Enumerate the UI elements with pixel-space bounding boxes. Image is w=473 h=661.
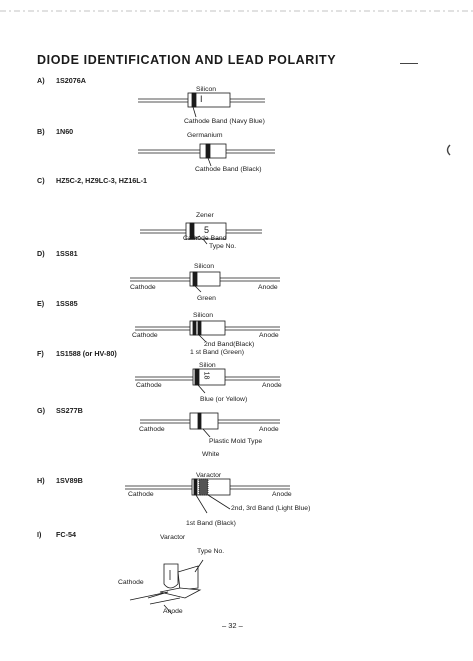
diode-e-drawing: [135, 320, 280, 343]
diode-d-type-label: Silicon: [194, 263, 215, 270]
diode-c-type-label: Zener: [196, 212, 214, 219]
diode-g-mold-label: Plastic Mold Type: [209, 438, 263, 445]
section-i-heading: I)FC-54: [37, 530, 76, 539]
diode-f-band-label: Blue (or Yellow): [200, 396, 248, 403]
section-d-heading: D)1SS81: [37, 249, 78, 258]
diode-i-cathode-label: Cathode: [118, 579, 144, 586]
diode-c-body-mark: 5: [204, 225, 210, 235]
diode-i-anode-label: Anode: [163, 608, 183, 615]
diode-e-type-label: Silicon: [193, 312, 214, 319]
diode-h-anode-label: Anode: [272, 491, 292, 498]
section-e-heading: E)1SS85: [37, 299, 78, 308]
diode-g-color-label: White: [202, 451, 220, 458]
diode-g-drawing: [140, 412, 280, 438]
diode-e-cathode-label: Cathode: [132, 332, 158, 339]
scan-mark: [446, 144, 451, 156]
diode-d-drawing: [130, 271, 280, 293]
diode-d-band-label: Green: [197, 295, 216, 302]
section-g-heading: G)SS277B: [37, 406, 83, 415]
diode-e-band1-label: 1 st Band (Green): [190, 349, 245, 356]
diode-i-typeno-label: Type No.: [197, 548, 225, 555]
diode-c-typeno-label: Type No.: [209, 243, 237, 250]
diode-h-type-label: Varactor: [196, 472, 222, 479]
diode-e-band2-label: 2nd Band(Black): [204, 341, 255, 348]
diode-h-drawing: [125, 478, 290, 514]
diode-g-anode-label: Anode: [259, 426, 279, 433]
diode-f-anode-label: Anode: [262, 382, 282, 389]
diode-a-drawing: [138, 92, 265, 118]
diode-i-type-label: Varactor: [160, 534, 186, 541]
diode-f-drawing: [135, 368, 280, 394]
diode-b-drawing: [138, 143, 275, 167]
section-f-heading: F)1S1588 (or HV-80): [37, 349, 117, 358]
section-a-heading: A)1S2076A: [37, 76, 86, 85]
page-title: DIODE IDENTIFICATION AND LEAD POLARITY: [37, 53, 337, 67]
diode-d-anode-label: Anode: [258, 284, 278, 291]
scan-top-line: [0, 10, 473, 12]
section-h-heading: H)1SV89B: [37, 476, 83, 485]
diode-f-cathode-label: Cathode: [136, 382, 162, 389]
diode-h-cathode-label: Cathode: [128, 491, 154, 498]
diode-b-band-label: Cathode Band (Black): [195, 166, 262, 173]
diode-f-body-mark: 18: [202, 371, 210, 380]
diode-f-type-label: Silion: [199, 362, 216, 369]
diode-h-band23-label: 2nd, 3rd Band (Light Blue): [231, 505, 311, 512]
section-b-heading: B)1N60: [37, 127, 74, 136]
diode-a-type-label: Silicon: [196, 86, 217, 93]
diode-h-band1-label: 1st Band (Black): [186, 520, 236, 527]
margin-dash: [400, 63, 418, 64]
diode-a-band-label: Cathode Band (Navy Blue): [184, 118, 265, 125]
diode-c-drawing: [140, 222, 262, 245]
diode-c-band-label: Cathode Band: [183, 235, 227, 242]
diode-i-drawing: [129, 559, 204, 615]
section-c-heading: C)HZ5C-2, HZ9LC-3, HZ16L-1: [37, 176, 148, 185]
diode-e-anode-label: Anode: [259, 332, 279, 339]
diode-g-cathode-label: Cathode: [139, 426, 165, 433]
diode-b-type-label: Germanium: [187, 132, 223, 139]
diode-a-body-mark: I: [200, 94, 203, 104]
page-number: – 32 –: [222, 621, 243, 630]
diode-d-cathode-label: Cathode: [130, 284, 156, 291]
